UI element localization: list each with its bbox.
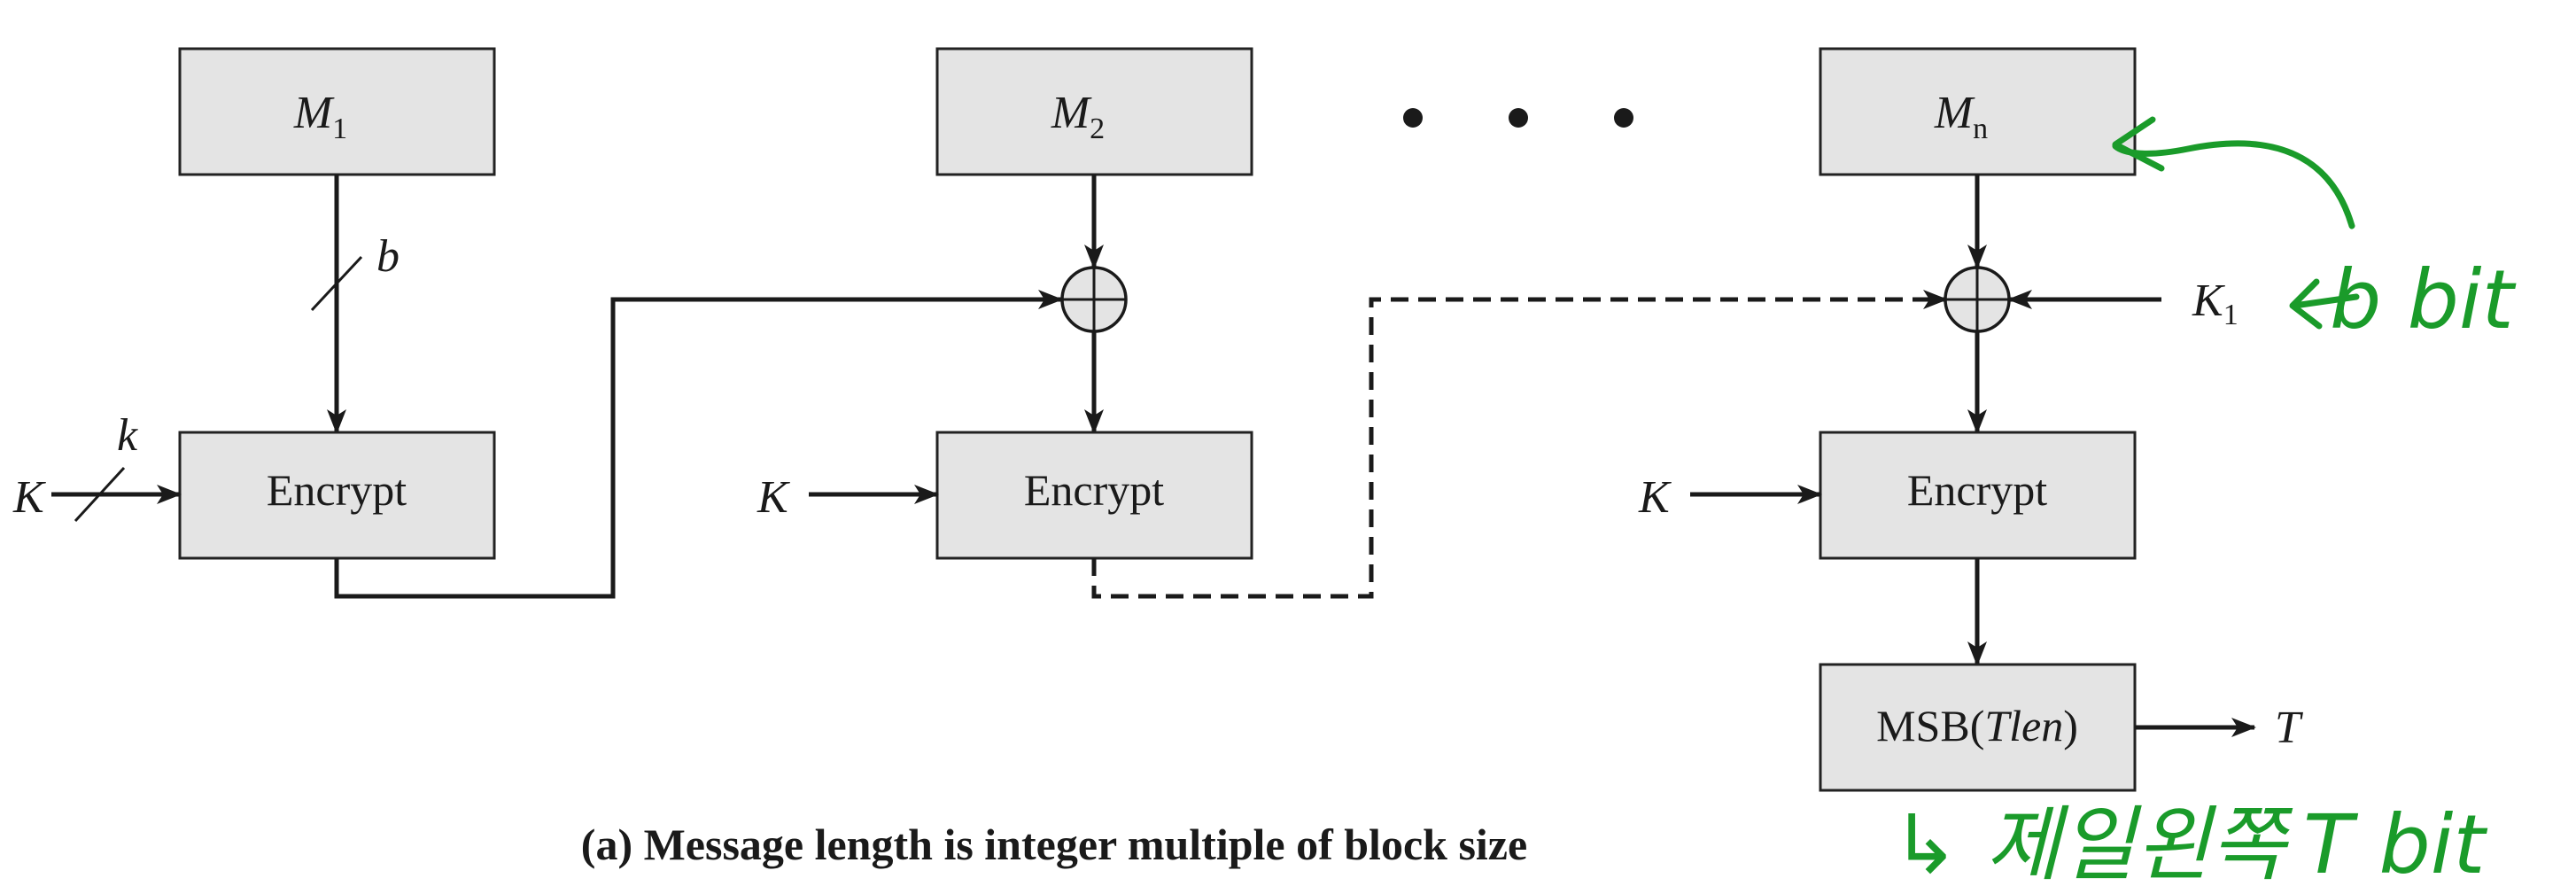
figure-caption: (a) Message length is integer multiple o… xyxy=(581,820,1527,869)
block-width-slash xyxy=(310,255,363,312)
xor-node-n xyxy=(1944,266,2011,333)
svg-text:MSB(Tlen): MSB(Tlen) xyxy=(1876,701,2078,750)
k1-symbol: K xyxy=(2192,276,2225,326)
xor-node-2 xyxy=(1060,266,1128,333)
block-width-label: b xyxy=(376,231,400,282)
block-mn: Mn xyxy=(1819,47,2137,176)
block-m2: M2 xyxy=(935,47,1253,176)
svg-text:Mn: Mn xyxy=(1934,88,1988,145)
annotation-t-bit-korean: ↳ 제일왼쪽 xyxy=(1891,797,2293,886)
key-width-slash xyxy=(74,466,126,523)
encrypt-block-n: Encrypt xyxy=(1819,431,2137,560)
m1-subscript: 1 xyxy=(332,113,347,145)
key-label-2: K xyxy=(757,472,790,523)
encrypt-label-1: Encrypt xyxy=(267,465,407,515)
ellipsis xyxy=(1403,108,1633,128)
msb-italic: Tlen xyxy=(1984,701,2063,750)
encrypt-block-1: Encrypt xyxy=(178,431,496,560)
annotation-arrowhead-mn xyxy=(2112,116,2165,172)
k1-subscript: 1 xyxy=(2223,299,2238,331)
msb-suffix: ) xyxy=(2063,701,2078,750)
chain-line-1-to-xor2 xyxy=(334,290,1063,599)
mn-symbol: M xyxy=(1934,88,1975,138)
m1-symbol: M xyxy=(293,88,335,138)
k1-label: K1 xyxy=(2192,276,2238,331)
msb-block: MSB(Tlen) xyxy=(1819,663,2137,792)
chain-line-2-to-xorn-dashed xyxy=(1091,297,1942,599)
msb-prefix: MSB( xyxy=(1876,701,1984,750)
annotation-arrow-to-k1 xyxy=(2289,278,2360,330)
key-label-n: K xyxy=(1638,472,1672,523)
svg-text:M2: M2 xyxy=(1051,88,1105,145)
mn-subscript: n xyxy=(1973,113,1988,145)
output-label: T xyxy=(2275,703,2303,753)
encrypt-label-2: Encrypt xyxy=(1024,465,1164,515)
annotation-curve-to-mn xyxy=(2112,140,2355,229)
m2-subscript: 2 xyxy=(1090,113,1105,145)
key-width-label: k xyxy=(117,410,138,461)
encrypt-label-n: Encrypt xyxy=(1907,465,2047,515)
svg-text:M1: M1 xyxy=(293,88,347,145)
m2-symbol: M xyxy=(1051,88,1092,138)
encrypt-block-2: Encrypt xyxy=(935,431,1253,560)
annotation-t-bit: T bit xyxy=(2303,797,2487,886)
key-label-1: K xyxy=(12,472,46,523)
annotation-b-bit: b bit xyxy=(2330,253,2517,347)
block-m1: M1 xyxy=(178,47,496,176)
